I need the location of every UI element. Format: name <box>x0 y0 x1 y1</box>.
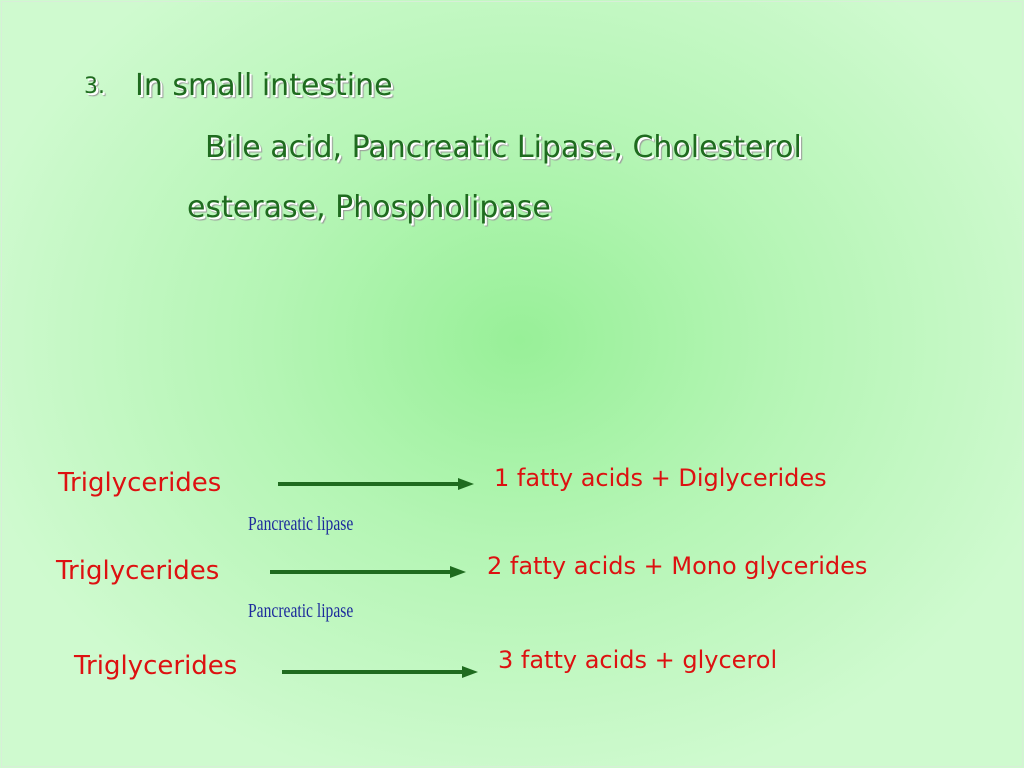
section-title: In small intestine <box>135 68 393 103</box>
reaction-3-arrow <box>282 664 478 680</box>
list-item-number: 3. <box>84 74 105 99</box>
reaction-2-product: 2 fatty acids + Mono glycerides <box>487 552 868 580</box>
arrow-right-icon <box>282 666 478 678</box>
arrow-right-icon <box>278 478 474 490</box>
reaction-3-product: 3 fatty acids + glycerol <box>498 646 778 674</box>
reaction-2-arrow <box>270 564 466 580</box>
reaction-3-reactant: Triglycerides <box>74 651 238 681</box>
reaction-1-reactant: Triglycerides <box>58 468 222 498</box>
reaction-1-arrow <box>278 476 474 492</box>
enzymes-line-2: esterase, Phospholipase <box>187 190 551 225</box>
enzyme-label-1: Pancreatic lipase <box>248 513 354 535</box>
enzyme-label-2: Pancreatic lipase <box>248 600 354 622</box>
reaction-1-product: 1 fatty acids + Diglycerides <box>494 464 827 492</box>
arrow-right-icon <box>270 566 466 578</box>
reaction-2-reactant: Triglycerides <box>56 556 220 586</box>
enzymes-line-1: Bile acid, Pancreatic Lipase, Cholestero… <box>205 130 802 165</box>
